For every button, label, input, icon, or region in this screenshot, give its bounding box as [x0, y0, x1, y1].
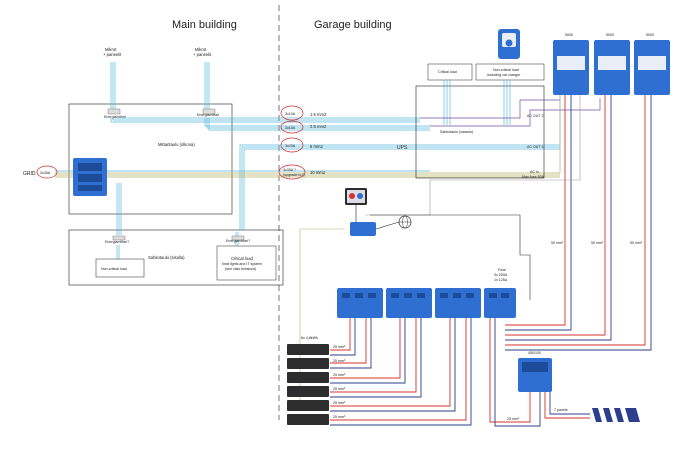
- critical-main-label: Critical load: [231, 256, 254, 261]
- grid-fuse-ellipse: [36, 165, 58, 179]
- cable3-fuse: 3x25A: [285, 144, 296, 148]
- lynx-2: [386, 288, 432, 318]
- battery-3: [287, 372, 329, 383]
- main-building-title: Main building: [172, 19, 237, 31]
- battery-cables: [330, 318, 541, 427]
- energy-meter-icon: [112, 235, 126, 241]
- ac-out-1-label: AC OUT 1: [527, 145, 544, 149]
- batt-cable-2: 25 mm²: [333, 359, 346, 363]
- solar-panels-icon: [592, 408, 640, 422]
- battery-5: [287, 400, 329, 411]
- ac-in-label: AC In: [530, 170, 539, 174]
- mittaritaulu-box: [68, 103, 233, 215]
- cable-50c: 50 mm²: [630, 241, 643, 245]
- lynx-3: [435, 288, 481, 318]
- critical-load-garage-label: Critical load: [438, 70, 457, 74]
- cable2-fuse: 3x10A: [285, 126, 296, 130]
- energy-meter-icon: [107, 108, 121, 115]
- inverter-3-label: 5000: [646, 33, 654, 37]
- lynx-1: [337, 288, 383, 318]
- inverter-2-label: 5000: [606, 33, 614, 37]
- garage-building-title: Garage building: [314, 19, 392, 31]
- batt-cable-3: 25 mm²: [333, 373, 346, 377]
- battery-stack: [287, 344, 329, 425]
- battery-6: [287, 414, 329, 425]
- main-cable-runs: [55, 117, 560, 260]
- cable4-sub: (upgrade to?): [283, 173, 305, 177]
- battery-4: [287, 386, 329, 397]
- mppt-label: 450/100: [528, 351, 541, 355]
- energy-meter-icon: [231, 235, 245, 241]
- batt-cable-4: 25 mm²: [333, 387, 346, 391]
- gx-display-icon: [345, 188, 367, 205]
- cable-50a: 50 mm²: [551, 241, 564, 245]
- pv-cables: [544, 392, 590, 419]
- mppt-device: [518, 358, 552, 392]
- sahkotaulu-box: [68, 229, 284, 286]
- cable1-fuse: 3x10A: [285, 112, 296, 116]
- critical-main-sub2: (see visio breakout): [225, 267, 256, 271]
- battery-title: 6x 4,8kWh: [301, 336, 318, 340]
- grid-label: GRID: [23, 171, 36, 177]
- ups-label: UPS: [397, 145, 408, 151]
- energy-meter-2-label: Energiamittari: [197, 113, 219, 117]
- mppt-cable-label: 25 mm²: [507, 417, 520, 421]
- max-fuse-label: Max fuse 50A: [522, 175, 545, 179]
- cable-fuse-ellipses: [278, 105, 306, 180]
- ev-charger-icon: [498, 29, 520, 59]
- energy-meter-3-label: Energiamittari?: [105, 240, 129, 244]
- sahkotaulu-label: Sahkotaulu (sisalla): [148, 255, 185, 260]
- critical-box-main: [216, 245, 277, 281]
- lynx-fuse: [484, 288, 516, 318]
- garage-load-cables: [420, 80, 601, 127]
- non-critical-main-label: Non-critical load: [101, 267, 127, 271]
- ev-load-label2: including car charger: [487, 73, 521, 77]
- ev-load-box: [475, 63, 545, 81]
- cable4-fuse: 3x35A ?: [283, 168, 296, 172]
- fuse-line1: 3x 250A: [494, 273, 508, 277]
- mikro-feed-lines: [110, 62, 210, 110]
- garage-panel-box: [415, 85, 545, 179]
- mittaritaulu-label: Mittaritaulu (olkona): [158, 142, 195, 147]
- batt-cable-6: 25 mm²: [333, 415, 346, 419]
- lynx-distributors: [337, 288, 516, 318]
- battery-2: [287, 358, 329, 369]
- fuse-line2: 1x 125A: [494, 278, 508, 282]
- energy-meter-4-label: Energiamittari?: [226, 239, 250, 243]
- inverter-1-label: 5000: [565, 33, 573, 37]
- energy-meter-1-label: Energiamittari: [104, 115, 126, 119]
- cable3-size: 6 mm2: [310, 144, 323, 149]
- battery-1: [287, 344, 329, 355]
- garage-panel-label: Sahkotaulu (varasto): [440, 130, 473, 134]
- mikro-left-label: Mikrot: [105, 47, 117, 52]
- inverters: [553, 40, 670, 95]
- mikro-left-sub: + paneelit: [103, 52, 122, 57]
- gx-router-device: [350, 222, 376, 236]
- batt-cable-1: 25 mm²: [333, 345, 346, 349]
- batt-cable-5: 25 mm²: [333, 401, 346, 405]
- gx-cables: [299, 205, 531, 400]
- energy-meter-icon: [202, 108, 216, 115]
- critical-main-sub1: heat lights and IT system: [222, 262, 262, 266]
- main-meter-device: [73, 158, 107, 196]
- fuse-title: Fuse: [498, 268, 506, 272]
- non-critical-box-main: [95, 258, 145, 278]
- ac-out-2-label: AC OUT 2: [527, 114, 544, 118]
- panels-label: 7 panels: [554, 408, 568, 412]
- globe-icon: [398, 215, 412, 229]
- cable4-size: 10 mm2: [310, 170, 326, 175]
- mikro-right-label: Mikrot: [195, 47, 207, 52]
- mikro-right-sub: + paneelit: [193, 52, 212, 57]
- ev-load-label1: Non-critical load: [493, 68, 519, 72]
- cable-50b: 50 mm²: [591, 241, 604, 245]
- cable2-size: 2.5 mm2: [310, 124, 327, 129]
- cable1-size: 1.5 mm2: [310, 112, 327, 117]
- grid-fuse-label: 3x35A: [40, 171, 51, 175]
